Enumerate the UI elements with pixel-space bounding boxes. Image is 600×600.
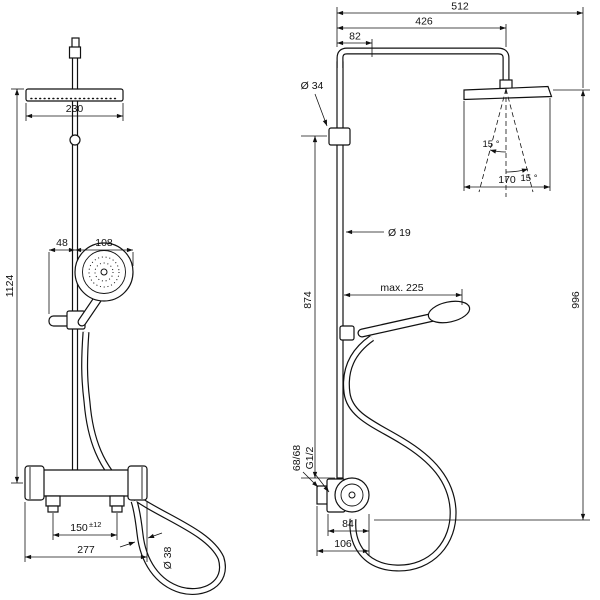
dim-front-head-width: 230 [25, 103, 124, 121]
side-handshower-holder [339, 325, 355, 341]
dim-label-68-68: 68/68 [291, 445, 303, 471]
dim-front-valve-width: 277 [24, 502, 148, 562]
dim-label-106: 106 [334, 538, 352, 550]
side-shower-hose [342, 335, 457, 572]
dim-front-holder-and-handshower: 48 108 [48, 237, 134, 314]
dim-side-handshower-reach: max. 225 [344, 282, 463, 305]
side-riser-pipe [336, 61, 344, 479]
dim-label-g12: G1/2 [304, 446, 316, 469]
dim-label-82: 82 [349, 31, 361, 43]
dim-label-1124: 1124 [4, 275, 16, 298]
side-tilt-cone: 15 ° 15 ° [478, 88, 538, 197]
dim-front-supply-spacing: 150 ±12 [52, 513, 118, 540]
front-overhead-shower [25, 88, 124, 102]
front-shower-hose [81, 331, 226, 595]
side-wall-bracket [328, 127, 351, 146]
dim-side-overall-height: 996 [374, 89, 590, 521]
dim-label-108: 108 [95, 237, 113, 249]
dim-label-426: 426 [415, 16, 433, 28]
dim-label-150: 150 [70, 522, 88, 534]
dim-label-277: 277 [77, 544, 95, 556]
dim-side-connection-labels: 68/68 G1/2 [291, 445, 330, 493]
front-supply-union-right [109, 495, 125, 507]
side-overhead-shower [463, 85, 553, 101]
dim-label-512: 512 [451, 1, 469, 13]
dim-label-dia38: Ø 38 [162, 546, 174, 569]
front-hand-shower [74, 242, 134, 327]
dim-label-150-tolerance: ±12 [89, 520, 101, 529]
dim-label-max225: max. 225 [380, 282, 423, 294]
dim-label-996: 996 [570, 291, 582, 309]
dim-side-head-depth: 170 [463, 98, 551, 191]
dim-label-170: 170 [498, 174, 516, 186]
front-thermostat [24, 465, 148, 513]
dim-label-tilt-left: 15 ° [482, 139, 499, 150]
front-supply-union-left [45, 495, 61, 507]
dim-side-pipe-diameter: Ø 19 [346, 227, 411, 239]
dim-side-bar-height: 874 [301, 135, 335, 479]
dim-side-valve-depths: 84 106 [316, 506, 370, 556]
dim-label-dia19: Ø 19 [388, 227, 411, 239]
front-pipe-joint [69, 134, 81, 146]
dim-front-hose-diameter: Ø 38 [119, 532, 174, 569]
dim-side-escutcheon-diameter: Ø 34 [301, 80, 328, 127]
side-thermostat [316, 477, 370, 513]
dim-side-top-stack: 512 426 82 [336, 1, 584, 88]
side-hand-shower [357, 300, 471, 338]
dim-label-874: 874 [302, 291, 314, 309]
side-shower-arm [336, 47, 513, 90]
front-pipe-nut [68, 46, 82, 59]
dim-label-tilt-right: 15 ° [520, 173, 537, 184]
dim-label-dia34: Ø 34 [301, 80, 324, 92]
front-view: 230 48 108 1124 150 ±12 [4, 37, 226, 595]
dim-label-84: 84 [342, 518, 354, 530]
dim-label-48: 48 [56, 237, 68, 249]
dim-label-230: 230 [66, 103, 84, 115]
dim-front-total-height: 1124 [4, 88, 24, 484]
side-view: 15 ° 15 ° 512 426 [291, 1, 590, 572]
